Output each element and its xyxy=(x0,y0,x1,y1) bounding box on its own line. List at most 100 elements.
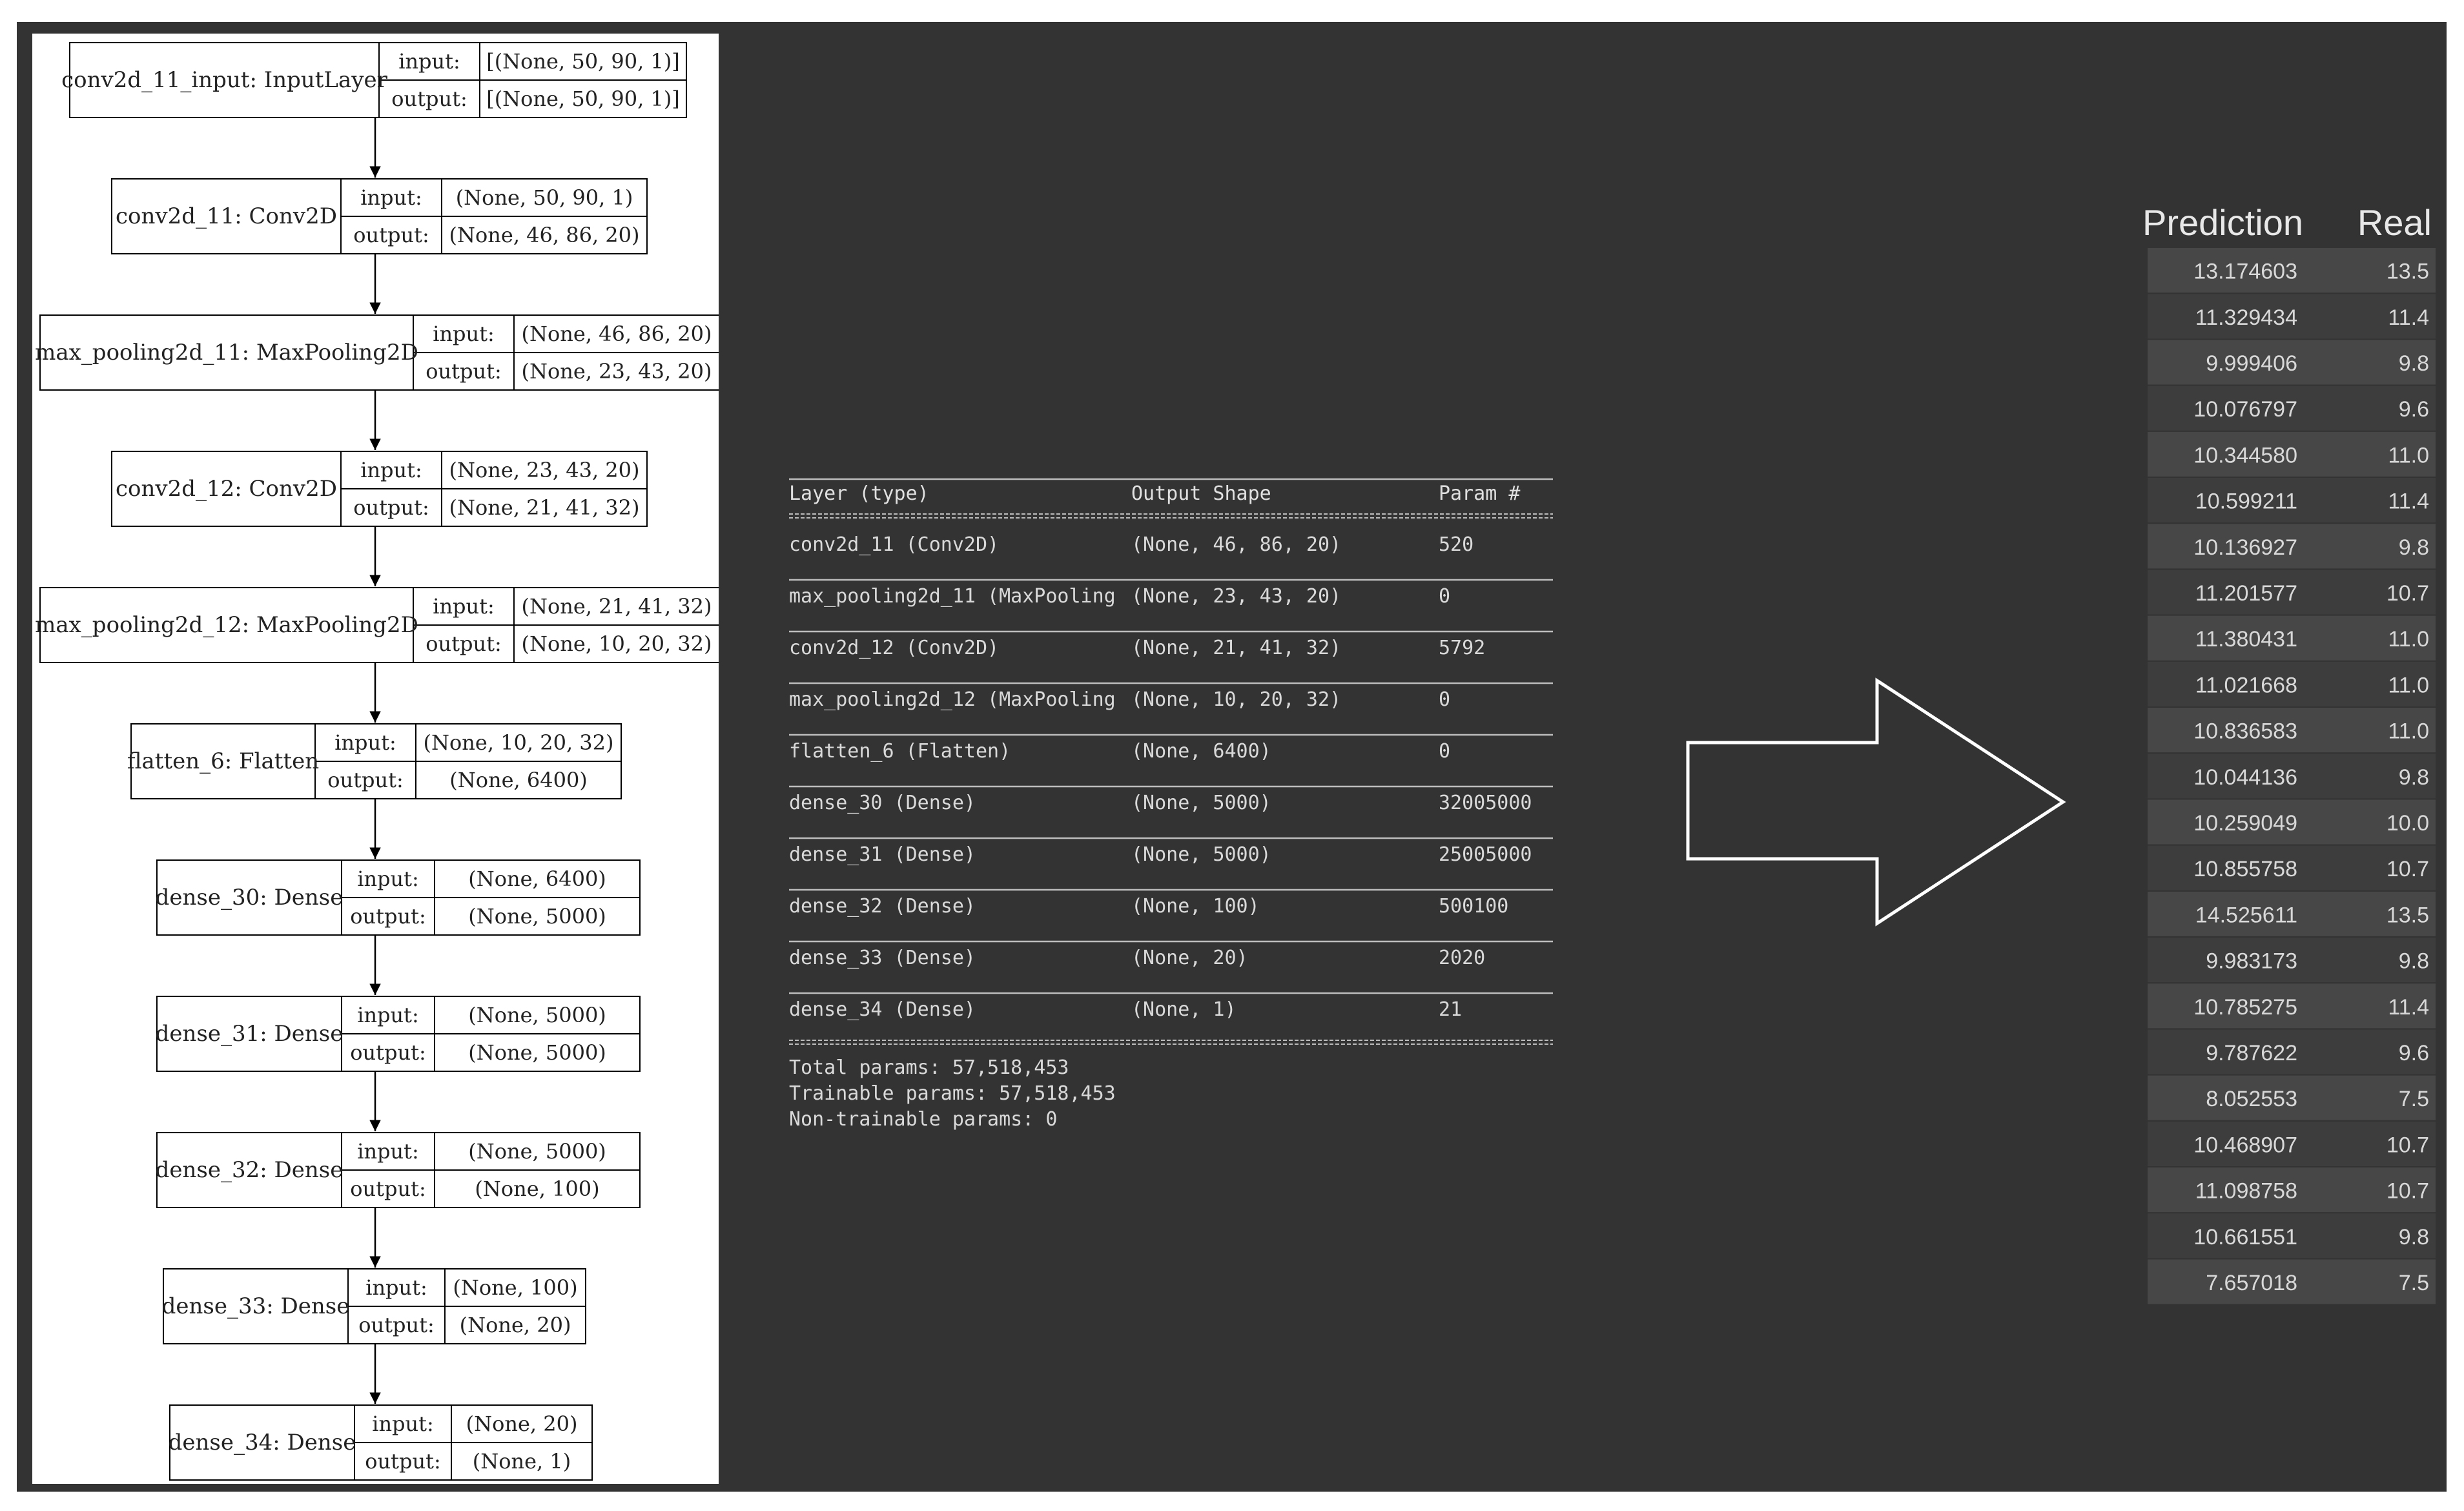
prediction-row-bg xyxy=(2148,340,2436,385)
graph-input-shape: (None, 100) xyxy=(453,1275,577,1300)
graph-output-label: output: xyxy=(350,1040,426,1065)
summary-cell: (None, 5000) xyxy=(1131,792,1271,814)
summary-cell: 0 xyxy=(1439,585,1450,608)
real-value: 7.5 xyxy=(2399,1087,2429,1111)
prediction-value: 11.021668 xyxy=(2195,673,2297,697)
prediction-row-bg xyxy=(2148,294,2436,339)
graph-node-box xyxy=(39,314,719,391)
graph-output-label: output: xyxy=(365,1449,440,1474)
prediction-row-bg xyxy=(2148,708,2436,753)
graph-input-shape: [(None, 50, 90, 1)] xyxy=(486,49,680,74)
real-value: 11.4 xyxy=(2388,489,2429,514)
prediction-value: 10.599211 xyxy=(2195,489,2297,514)
summary-cell: dense_30 (Dense) xyxy=(789,792,976,814)
graph-input-shape: (None, 5000) xyxy=(468,1003,606,1027)
graph-output-shape: (None, 21, 41, 32) xyxy=(449,495,640,520)
graph-output-label: output: xyxy=(391,87,467,111)
prediction-value: 10.855758 xyxy=(2193,857,2297,881)
summary-cell: (None, 1) xyxy=(1131,998,1237,1021)
real-value: 10.7 xyxy=(2387,581,2429,606)
prediction-header: Prediction xyxy=(2142,202,2303,243)
graph-output-shape: (None, 10, 20, 32) xyxy=(522,632,712,656)
graph-output-shape: (None, 23, 43, 20) xyxy=(522,359,712,384)
summary-cell: 520 xyxy=(1439,533,1473,556)
prediction-row-bg xyxy=(2148,661,2436,706)
summary-header: Param # xyxy=(1439,482,1520,505)
graph-node-name: conv2d_12: Conv2D xyxy=(116,476,337,502)
prediction-value: 10.661551 xyxy=(2193,1225,2297,1249)
summary-cell: dense_33 (Dense) xyxy=(789,947,976,969)
prediction-value: 10.136927 xyxy=(2193,535,2297,560)
summary-cell: 0 xyxy=(1439,740,1450,763)
graph-output-label: output: xyxy=(350,904,426,929)
real-value: 11.0 xyxy=(2388,673,2429,697)
prediction-value: 10.044136 xyxy=(2193,765,2297,790)
summary-cell: max_pooling2d_12 (MaxPooling xyxy=(789,688,1116,711)
graph-node-name: dense_32: Dense xyxy=(156,1157,344,1183)
prediction-value: 10.076797 xyxy=(2193,397,2297,422)
right-arrow-icon xyxy=(1686,677,2066,927)
prediction-row-bg xyxy=(2148,385,2436,431)
graph-input-shape: (None, 21, 41, 32) xyxy=(522,594,712,619)
summary-cell: (None, 20) xyxy=(1131,947,1248,969)
graph-output-label: output: xyxy=(353,495,429,520)
real-value: 10.7 xyxy=(2387,1133,2429,1157)
graph-node: dense_30: Dense input: output: (None, 6400)… xyxy=(156,859,641,936)
prediction-row-bg xyxy=(2148,891,2436,936)
summary-cell: flatten_6 (Flatten) xyxy=(789,740,1011,763)
prediction-row-bg xyxy=(2148,754,2436,799)
prediction-value: 11.098758 xyxy=(2195,1179,2297,1204)
graph-input-label: input: xyxy=(433,594,495,619)
graph-output-shape: (None, 46, 86, 20) xyxy=(449,223,640,247)
real-value: 11.0 xyxy=(2388,719,2429,744)
real-value: 11.4 xyxy=(2388,995,2429,1020)
graph-input-shape: (None, 20) xyxy=(466,1412,578,1436)
graph-node-name: flatten_6: Flatten xyxy=(127,748,319,774)
prediction-value: 10.785275 xyxy=(2193,995,2297,1020)
summary-footer-line: Trainable params: 57,518,453 xyxy=(789,1082,1116,1105)
arrow-shape xyxy=(1686,677,2066,927)
real-value: 9.8 xyxy=(2399,535,2429,560)
real-value: 11.4 xyxy=(2388,305,2429,330)
prediction-value: 9.983173 xyxy=(2206,949,2297,974)
real-value: 9.8 xyxy=(2399,765,2429,790)
summary-footer-line: Total params: 57,518,453 xyxy=(789,1056,1069,1079)
prediction-value: 13.174603 xyxy=(2193,260,2297,284)
prediction-row-bg xyxy=(2148,938,2436,983)
summary-cell: 500100 xyxy=(1439,895,1508,918)
real-value: 9.8 xyxy=(2399,351,2429,376)
graph-input-shape: (None, 6400) xyxy=(468,867,606,891)
graph-input-shape: (None, 46, 86, 20) xyxy=(522,322,712,346)
graph-node-name: dense_33: Dense xyxy=(162,1293,350,1319)
graph-input-label: input: xyxy=(357,867,419,891)
real-value: 7.5 xyxy=(2399,1271,2429,1295)
prediction-value: 9.787622 xyxy=(2206,1041,2297,1065)
graph-node-name: dense_30: Dense xyxy=(156,885,344,910)
graph-output-shape: (None, 6400) xyxy=(449,768,588,792)
prediction-row-bg xyxy=(2148,431,2436,477)
summary-cell: 5792 xyxy=(1439,637,1485,659)
summary-cell: (None, 5000) xyxy=(1131,843,1271,866)
real-header: Real xyxy=(2357,202,2432,243)
real-value: 11.0 xyxy=(2388,627,2429,652)
prediction-value: 14.525611 xyxy=(2195,903,2297,927)
graph-output-shape: [(None, 50, 90, 1)] xyxy=(486,87,680,111)
graph-output-shape: (None, 20) xyxy=(460,1313,571,1337)
prediction-row-bg xyxy=(2148,845,2436,890)
graph-output-label: output: xyxy=(426,632,501,656)
summary-cell: (None, 10, 20, 32) xyxy=(1131,688,1341,711)
prediction-value: 10.259049 xyxy=(2193,811,2297,836)
graph-node-name: conv2d_11_input: InputLayer xyxy=(61,67,387,93)
prediction-value: 8.052553 xyxy=(2206,1087,2297,1111)
prediction-value: 11.380431 xyxy=(2195,627,2297,652)
graph-node: max_pooling2d_11: MaxPooling2Dinput:outp… xyxy=(35,314,719,391)
prediction-row-bg xyxy=(2148,1167,2436,1213)
graph-output-label: output: xyxy=(358,1313,434,1337)
graph-node-name: conv2d_11: Conv2D xyxy=(116,203,337,229)
